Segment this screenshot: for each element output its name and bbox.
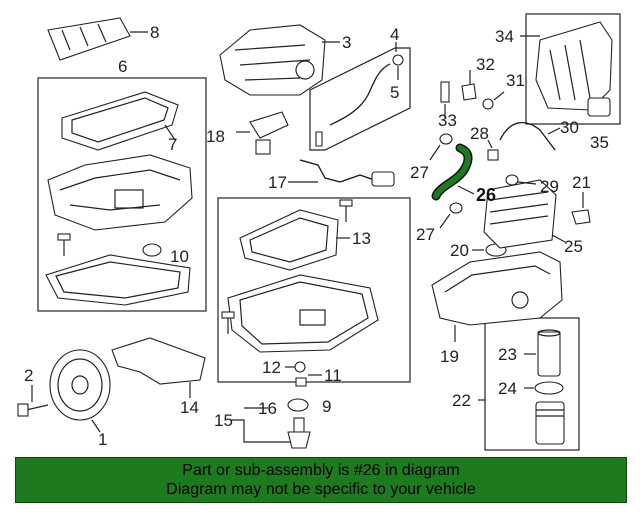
part-29-seal — [505, 174, 519, 186]
part-28-clip — [487, 149, 499, 161]
part-8-gasket — [47, 17, 148, 61]
label-9: 9 — [322, 397, 331, 416]
label-10: 10 — [170, 247, 189, 266]
label-35: 35 — [590, 133, 609, 152]
leader-27-lower — [439, 213, 451, 229]
label-3: 3 — [342, 33, 351, 52]
part-bolt-group-9b — [221, 311, 235, 334]
part-33-bolt — [440, 81, 450, 103]
part-19-filter-housing — [431, 251, 563, 342]
group-box-34 — [525, 13, 621, 125]
label-29: 29 — [540, 177, 559, 196]
label-31: 31 — [506, 71, 525, 90]
part-10-pan-gasket — [45, 254, 191, 306]
group-box-6 — [37, 77, 207, 312]
label-8: 8 — [150, 23, 159, 42]
leader-29 — [517, 181, 537, 185]
label-16: 16 — [258, 399, 277, 418]
label-14: 14 — [180, 398, 199, 417]
label-32: 32 — [476, 55, 495, 74]
leader-27-upper — [429, 144, 441, 161]
banner-line-2: Diagram may not be specific to your vehi… — [166, 481, 476, 498]
label-11: 11 — [324, 366, 342, 385]
label-23: 23 — [498, 345, 517, 364]
part-21-sensor — [571, 209, 591, 225]
part-14-cover — [111, 337, 206, 398]
part-9-lower-pan — [227, 274, 379, 353]
part-27-seal-lower — [449, 202, 463, 214]
label-25: 25 — [564, 237, 583, 256]
part-plug-group-6 — [142, 243, 162, 257]
leader-15 — [230, 419, 296, 443]
label-34: 34 — [495, 27, 514, 46]
label-7: 7 — [168, 135, 177, 154]
part-3-pump-housing — [219, 24, 340, 96]
part-26-highlighted-hose — [431, 143, 475, 201]
label-21: 21 — [572, 173, 591, 192]
part-11-drain-plug — [295, 377, 307, 387]
part-15-sensor — [287, 417, 311, 449]
part-info-banner: Part or sub-assembly is #26 in diagram D… — [15, 457, 627, 503]
part-1-pulley — [49, 349, 111, 433]
part-30-tube — [499, 122, 561, 151]
label-1: 1 — [98, 430, 107, 449]
label-28: 28 — [470, 124, 489, 143]
part-27-seal-upper — [439, 133, 453, 145]
leader-31 — [493, 91, 505, 101]
part-filter-cap — [535, 401, 565, 445]
part-16-seal — [287, 398, 309, 412]
part-13-pan-frame — [239, 209, 350, 271]
banner-line-1: Part or sub-assembly is #26 in diagram — [182, 462, 460, 479]
label-5: 5 — [390, 83, 399, 102]
label-33: 33 — [438, 111, 457, 130]
part-34-intake-manifold — [520, 21, 613, 111]
label-22: 22 — [452, 391, 471, 410]
part-2-bolt — [17, 385, 49, 417]
part-31-washer — [482, 98, 494, 110]
label-27-lower: 27 — [416, 225, 435, 244]
group-box-9 — [217, 197, 411, 383]
label-17: 17 — [268, 173, 287, 192]
label-19: 19 — [440, 347, 459, 366]
part-32-fitting — [461, 83, 477, 101]
part-6-upper-pan — [47, 154, 193, 231]
part-23-filter-element — [524, 329, 561, 377]
label-20: 20 — [450, 241, 469, 260]
exploded-parts-diagram: 8 3 4 5 6 7 18 17 13 10 12 11 9 2 1 14 1… — [17, 13, 621, 451]
group-box-4 — [309, 47, 411, 151]
part-17-hose — [288, 159, 395, 187]
part-4-tube — [315, 42, 404, 147]
label-30: 30 — [560, 118, 579, 137]
label-4: 4 — [390, 25, 399, 44]
label-18: 18 — [206, 127, 225, 146]
part-25-oil-cooler — [483, 179, 566, 249]
part-12-washer — [294, 361, 306, 373]
part-24-o-ring — [534, 381, 564, 395]
label-27-upper: 27 — [410, 163, 429, 182]
label-12: 12 — [262, 358, 281, 377]
label-24: 24 — [498, 379, 517, 398]
part-bolt-group-9 — [339, 199, 353, 222]
label-6: 6 — [118, 57, 127, 76]
part-7-gasket-ring — [61, 91, 179, 151]
part-35-gasket — [587, 97, 611, 117]
label-26-highlight: 26 — [476, 185, 496, 205]
label-15: 15 — [214, 411, 233, 430]
label-2: 2 — [24, 366, 33, 385]
leader-28 — [487, 139, 493, 149]
label-13: 13 — [352, 229, 371, 248]
part-18-bracket — [236, 111, 289, 155]
part-bolt-group-6 — [57, 233, 71, 256]
